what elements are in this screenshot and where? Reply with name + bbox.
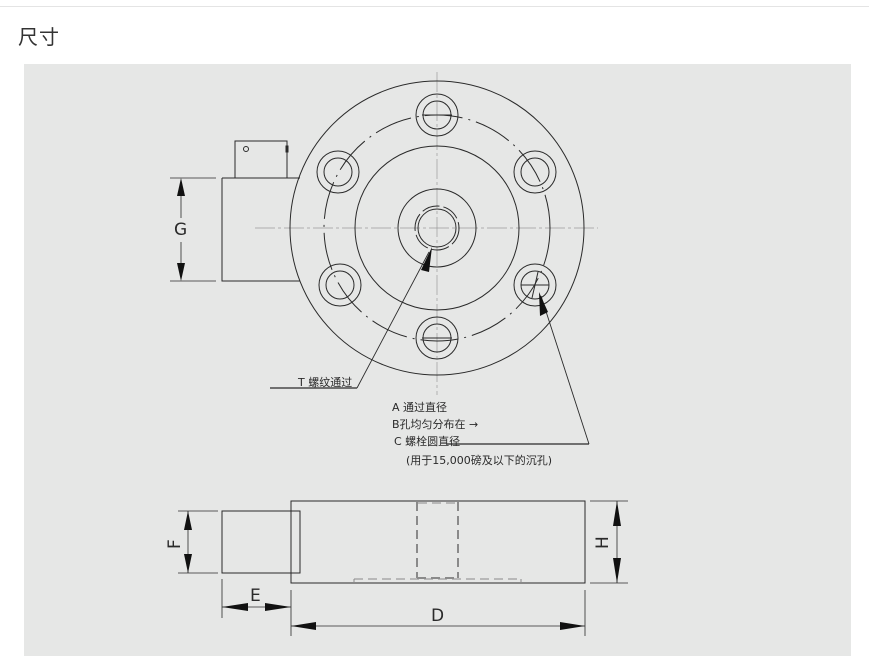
callout-c: C 螺栓圆直径: [394, 434, 460, 448]
label-g: G: [174, 220, 187, 240]
dimension-g: [170, 177, 216, 282]
connector-outline: [221, 510, 301, 574]
top-view: [170, 72, 598, 445]
side-view: [178, 500, 628, 636]
label-f: F: [165, 539, 185, 549]
label-e: E: [250, 586, 261, 606]
bolt-hole-lower-right: [513, 263, 557, 307]
outer-flange-circle: [289, 80, 585, 376]
dimension-h: [590, 500, 628, 584]
hidden-lines: [416, 502, 459, 579]
section-title: 尺寸: [18, 25, 60, 49]
callout-b: B孔均匀分布在 →: [392, 418, 478, 431]
side-view-labels: E D F H: [165, 536, 613, 626]
hub-circle: [397, 188, 477, 268]
bolt-hole-bottom: [415, 316, 459, 360]
dimension-d: [291, 590, 586, 636]
connector-housing: [221, 140, 300, 282]
dimension-drawing-panel: G T 螺纹通过 A 通过直径 B孔均匀分布在 → C 螺栓圆直径 (用于15,…: [24, 64, 851, 656]
dimension-e: [221, 579, 292, 636]
thread-hole-circle: [417, 208, 457, 248]
label-d: D: [431, 606, 444, 626]
dimension-f: [178, 510, 218, 574]
label-h: H: [593, 536, 613, 549]
bolt-hole-upper-left: [316, 150, 360, 194]
leader-t: [270, 247, 432, 389]
middle-circle: [354, 145, 520, 311]
callout-a: A 通过直径: [392, 400, 447, 414]
thread-hole-outline: [414, 205, 460, 251]
bolt-hole-lower-left: [318, 263, 362, 307]
callout-t: T 螺纹通过: [297, 375, 352, 389]
bolt-hole-upper-right: [513, 150, 557, 194]
bolt-holes: [316, 93, 557, 360]
callout-note: (用于15,000磅及以下的沉孔): [406, 453, 552, 467]
top-divider: [0, 6, 869, 7]
body-outline: [290, 500, 586, 584]
leader-c: [447, 292, 590, 445]
bolt-hole-top: [415, 93, 459, 137]
dimension-drawing: G T 螺纹通过 A 通过直径 B孔均匀分布在 → C 螺栓圆直径 (用于15,…: [165, 72, 628, 636]
callouts: G T 螺纹通过 A 通过直径 B孔均匀分布在 → C 螺栓圆直径 (用于15,…: [174, 220, 552, 467]
